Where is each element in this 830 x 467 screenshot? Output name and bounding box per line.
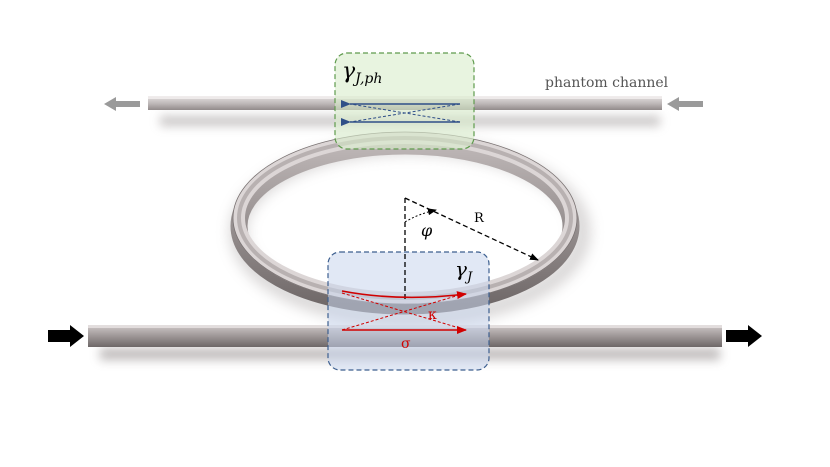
bus-output-arrow <box>726 325 762 347</box>
phantom-coupling-arrows <box>341 100 461 126</box>
phantom-output-arrow <box>104 97 140 111</box>
kappa-label: κ <box>428 307 437 323</box>
bus-coupling-arrows <box>341 290 467 334</box>
phantom-input-arrow <box>667 97 703 111</box>
sigma-label: σ <box>401 336 411 352</box>
bus-coupling-region <box>327 251 490 371</box>
gamma-phantom-label: γJ,ph <box>342 59 382 87</box>
gamma-bus-label: γJ <box>455 257 473 285</box>
radius-label: R <box>474 211 485 226</box>
gamma-bus-subscript: J <box>464 270 473 285</box>
radius-annotation <box>404 197 539 300</box>
gamma-bus-symbol: γ <box>455 257 467 281</box>
gamma-phantom-symbol: γ <box>342 59 356 84</box>
gamma-phantom-subscript: J,ph <box>352 71 382 87</box>
phi-label: φ <box>421 221 433 240</box>
bus-input-arrow <box>48 325 84 347</box>
phantom-coupling-region <box>334 52 475 150</box>
phantom-channel-label: phantom channel <box>545 75 669 91</box>
